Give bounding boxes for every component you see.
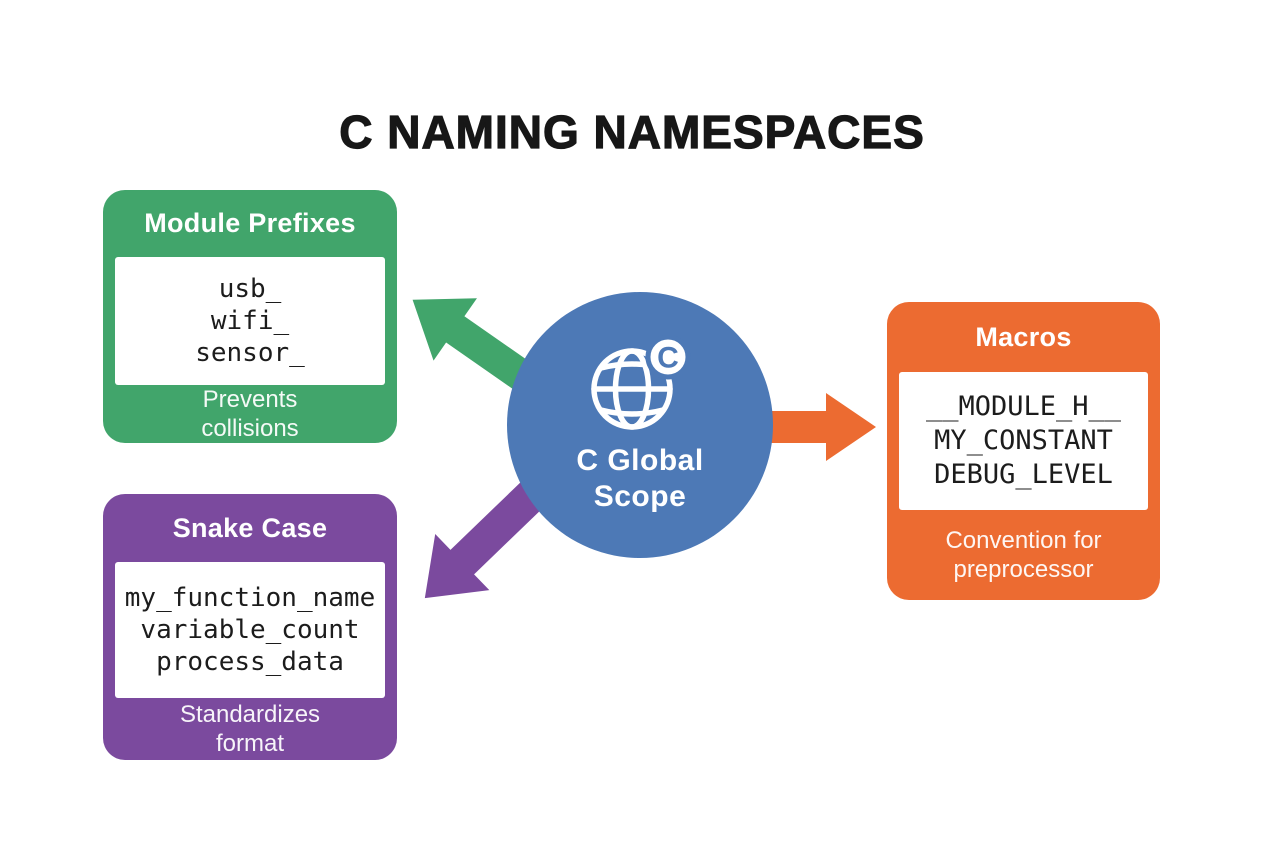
code-line: my_function_name [124, 583, 376, 613]
code-line: variable_count [140, 615, 360, 645]
module-prefixes-box: Module Prefixes usb_ wifi_ sensor_ Preve… [103, 190, 397, 443]
code-line: process_data [156, 647, 344, 677]
code-line: MY_CONSTANT [934, 425, 1113, 456]
macros-box: Macros __MODULE_H__ MY_CONSTANT DEBUG_LE… [887, 302, 1160, 600]
page-title: C NAMING NAMESPACES [339, 105, 925, 158]
code-line: wifi_ [210, 306, 290, 336]
globe-icon: C [591, 335, 691, 430]
c-global-scope-node: C C Global Scope [507, 292, 773, 558]
snake-case-examples: my_function_name variable_count process_… [115, 562, 385, 698]
c-badge-letter: C [657, 342, 679, 375]
macros-examples: __MODULE_H__ MY_CONSTANT DEBUG_LEVEL [899, 372, 1148, 510]
code-line: usb_ [218, 274, 282, 304]
arrow-to-snake-case [424, 479, 547, 599]
arrow-to-module-prefixes [412, 298, 535, 392]
arrow-to-macros [758, 393, 876, 461]
snake-case-title: Snake Case [172, 512, 328, 543]
code-line: DEBUG_LEVEL [934, 459, 1113, 490]
macros-title: Macros [975, 321, 1072, 352]
hub-label-line1: C Global [576, 444, 704, 477]
hub-label-line2: Scope [593, 480, 687, 513]
macros-caption: Convention for preprocessor [945, 527, 1102, 583]
module-prefixes-title: Module Prefixes [144, 208, 356, 238]
snake-case-box: Snake Case my_function_name variable_cou… [103, 494, 397, 760]
module-prefixes-examples: usb_ wifi_ sensor_ [115, 257, 385, 385]
code-line: __MODULE_H__ [925, 391, 1122, 422]
snake-case-caption: Standardizes format [179, 701, 321, 757]
module-prefixes-caption: Prevents collisions [201, 386, 299, 442]
c-badge-icon: C [645, 335, 691, 380]
code-line: sensor_ [195, 338, 305, 368]
hub-label: C Global Scope [576, 443, 703, 515]
